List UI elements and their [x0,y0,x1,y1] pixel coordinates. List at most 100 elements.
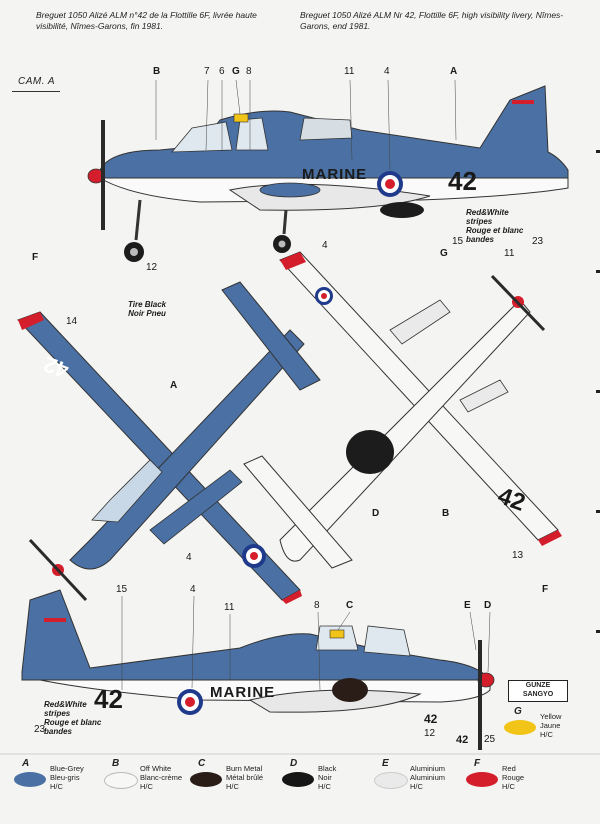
callout-e-bottom: E [464,600,471,611]
legend-key-c: C [198,758,206,769]
camouflage-label-underline [12,91,60,92]
legend-key-e: E [382,758,389,769]
callout-g2: G [440,248,448,259]
legend-e-line2: Aluminium [410,773,446,782]
legend-g-line1: Yellow [540,712,562,721]
callout-a: A [450,66,458,77]
callout-42-bottom: 42 [456,734,469,746]
legend-d-line3: H/C [318,782,331,791]
legend-c-line3: H/C [226,782,239,791]
side-profile-right [21,589,495,750]
legend-key-g: G [514,706,522,717]
legend-swatch-g: G Yellow Jaune H/C [504,706,594,756]
callout-4-bottom: 4 [190,584,196,595]
callout-g: G [232,66,240,77]
binding-mark [596,150,600,153]
legend-key-b: B [112,758,120,769]
legend-b-line2: Blanc-crème [140,773,183,782]
legend-text-f: Red Rouge H/C [502,764,554,791]
callout-11-bottom: 11 [224,602,235,613]
legend-c-line1: Burn Metal [226,764,263,773]
callout-b: B [153,66,161,77]
legend-a-line2: Bleu-gris [50,773,80,782]
legend-key-d: D [290,758,298,769]
callout-4-under: 4 [322,240,328,251]
callout-8: 8 [246,66,252,77]
caption-french: Breguet 1050 Alizé ALM n°42 de la Flotti… [36,10,257,31]
legend-a-line3: H/C [50,782,63,791]
legend-b-line1: Off White [140,764,172,773]
legend-blob-d [282,772,314,787]
callout-7: 7 [204,66,210,77]
callout-13: 13 [512,550,524,561]
legend-key-f: F [474,758,481,769]
legend-blob-a [14,772,46,787]
callout-f-right: F [542,584,549,595]
legend-d-line1: Black [318,764,337,773]
stripes-note-bottom: Red&White stripes Rouge et blanc bandes [44,700,102,736]
caption-english: Breguet 1050 Alizé ALM Nr 42, Flottille … [300,10,564,31]
callout-6: 6 [219,66,225,77]
callout-12-bottom: 12 [424,728,436,739]
callout-12: 12 [146,262,158,273]
legend-text-d: Black Noir H/C [318,764,370,791]
callout-15-bottom: 15 [116,584,128,595]
legend-f-line3: H/C [502,782,515,791]
legend-g-line3: H/C [540,730,553,739]
binding-mark [596,270,600,273]
legend-text-e: Aluminium Aluminium H/C [410,764,462,791]
callout-d-bottom: D [484,600,492,611]
callout-15: 15 [452,236,464,247]
callout-8-bottom: 8 [314,600,320,611]
legend-f-line1: Red [502,764,516,773]
callout-f-left: F [32,252,39,263]
legend-g-line2: Jaune [540,721,561,730]
color-legend: A Blue-Grey Bleu-gris H/C B Off White Bl… [0,758,600,824]
code-on-nacelle: 42 [424,712,438,726]
plan-view-top [17,281,321,604]
logo-line2: SANGYO [522,691,554,698]
aircraft-code-top: 42 [448,166,477,196]
plan-view-bottom [243,251,562,569]
legend-e-line1: Aluminium [410,764,446,773]
callout-23: 23 [532,236,544,247]
legend-blob-b [104,772,138,789]
callout-11-under: 11 [504,248,515,259]
callout-4: 4 [384,66,390,77]
legend-f-line2: Rouge [502,773,525,782]
legend-blob-f [466,772,498,787]
legend-text-c: Burn Metal Métal brûlé H/C [226,764,278,791]
callout-14: 14 [66,316,78,327]
callout-4-mid: 4 [186,552,192,563]
tire-note: Tire Black Noir Pneu [128,300,167,318]
callout-b-mid: B [442,508,450,519]
binding-mark [596,390,600,393]
legend-text-b: Off White Blanc-crème H/C [140,764,192,791]
binding-mark [596,630,600,633]
gunze-sangyo-logo: GUNZE SANGYO [508,680,568,702]
legend-blob-c [190,772,222,787]
legend-text-g: Yellow Jaune H/C [540,712,592,739]
legend-blob-e [374,772,408,789]
callout-a-mid: A [170,380,178,391]
legend-blob-g [504,720,536,735]
legend-key-a: A [22,758,30,769]
binding-mark [596,510,600,513]
aircraft-code-bottom: 42 [94,684,123,714]
legend-e-line3: H/C [410,782,423,791]
callout-25-bottom: 25 [484,734,496,745]
legend-d-line2: Noir [318,773,332,782]
legend-text-a: Blue-Grey Bleu-gris H/C [50,764,102,791]
legend-b-line3: H/C [140,782,153,791]
legend-c-line2: Métal brûlé [226,773,264,782]
callout-11: 11 [344,66,355,77]
callout-c-bottom: C [346,600,354,611]
side-profile-left [87,79,569,262]
legend-a-line1: Blue-Grey [50,764,84,773]
camouflage-label: CAM. A [18,76,56,87]
logo-line1: GUNZE [525,682,551,689]
stripes-note-top: Red&White stripes Rouge et blanc bandes [466,208,524,244]
callout-d-mid: D [372,508,380,519]
callout-23-bottom: 23 [34,724,46,735]
marine-marking: MARINE [302,166,368,183]
